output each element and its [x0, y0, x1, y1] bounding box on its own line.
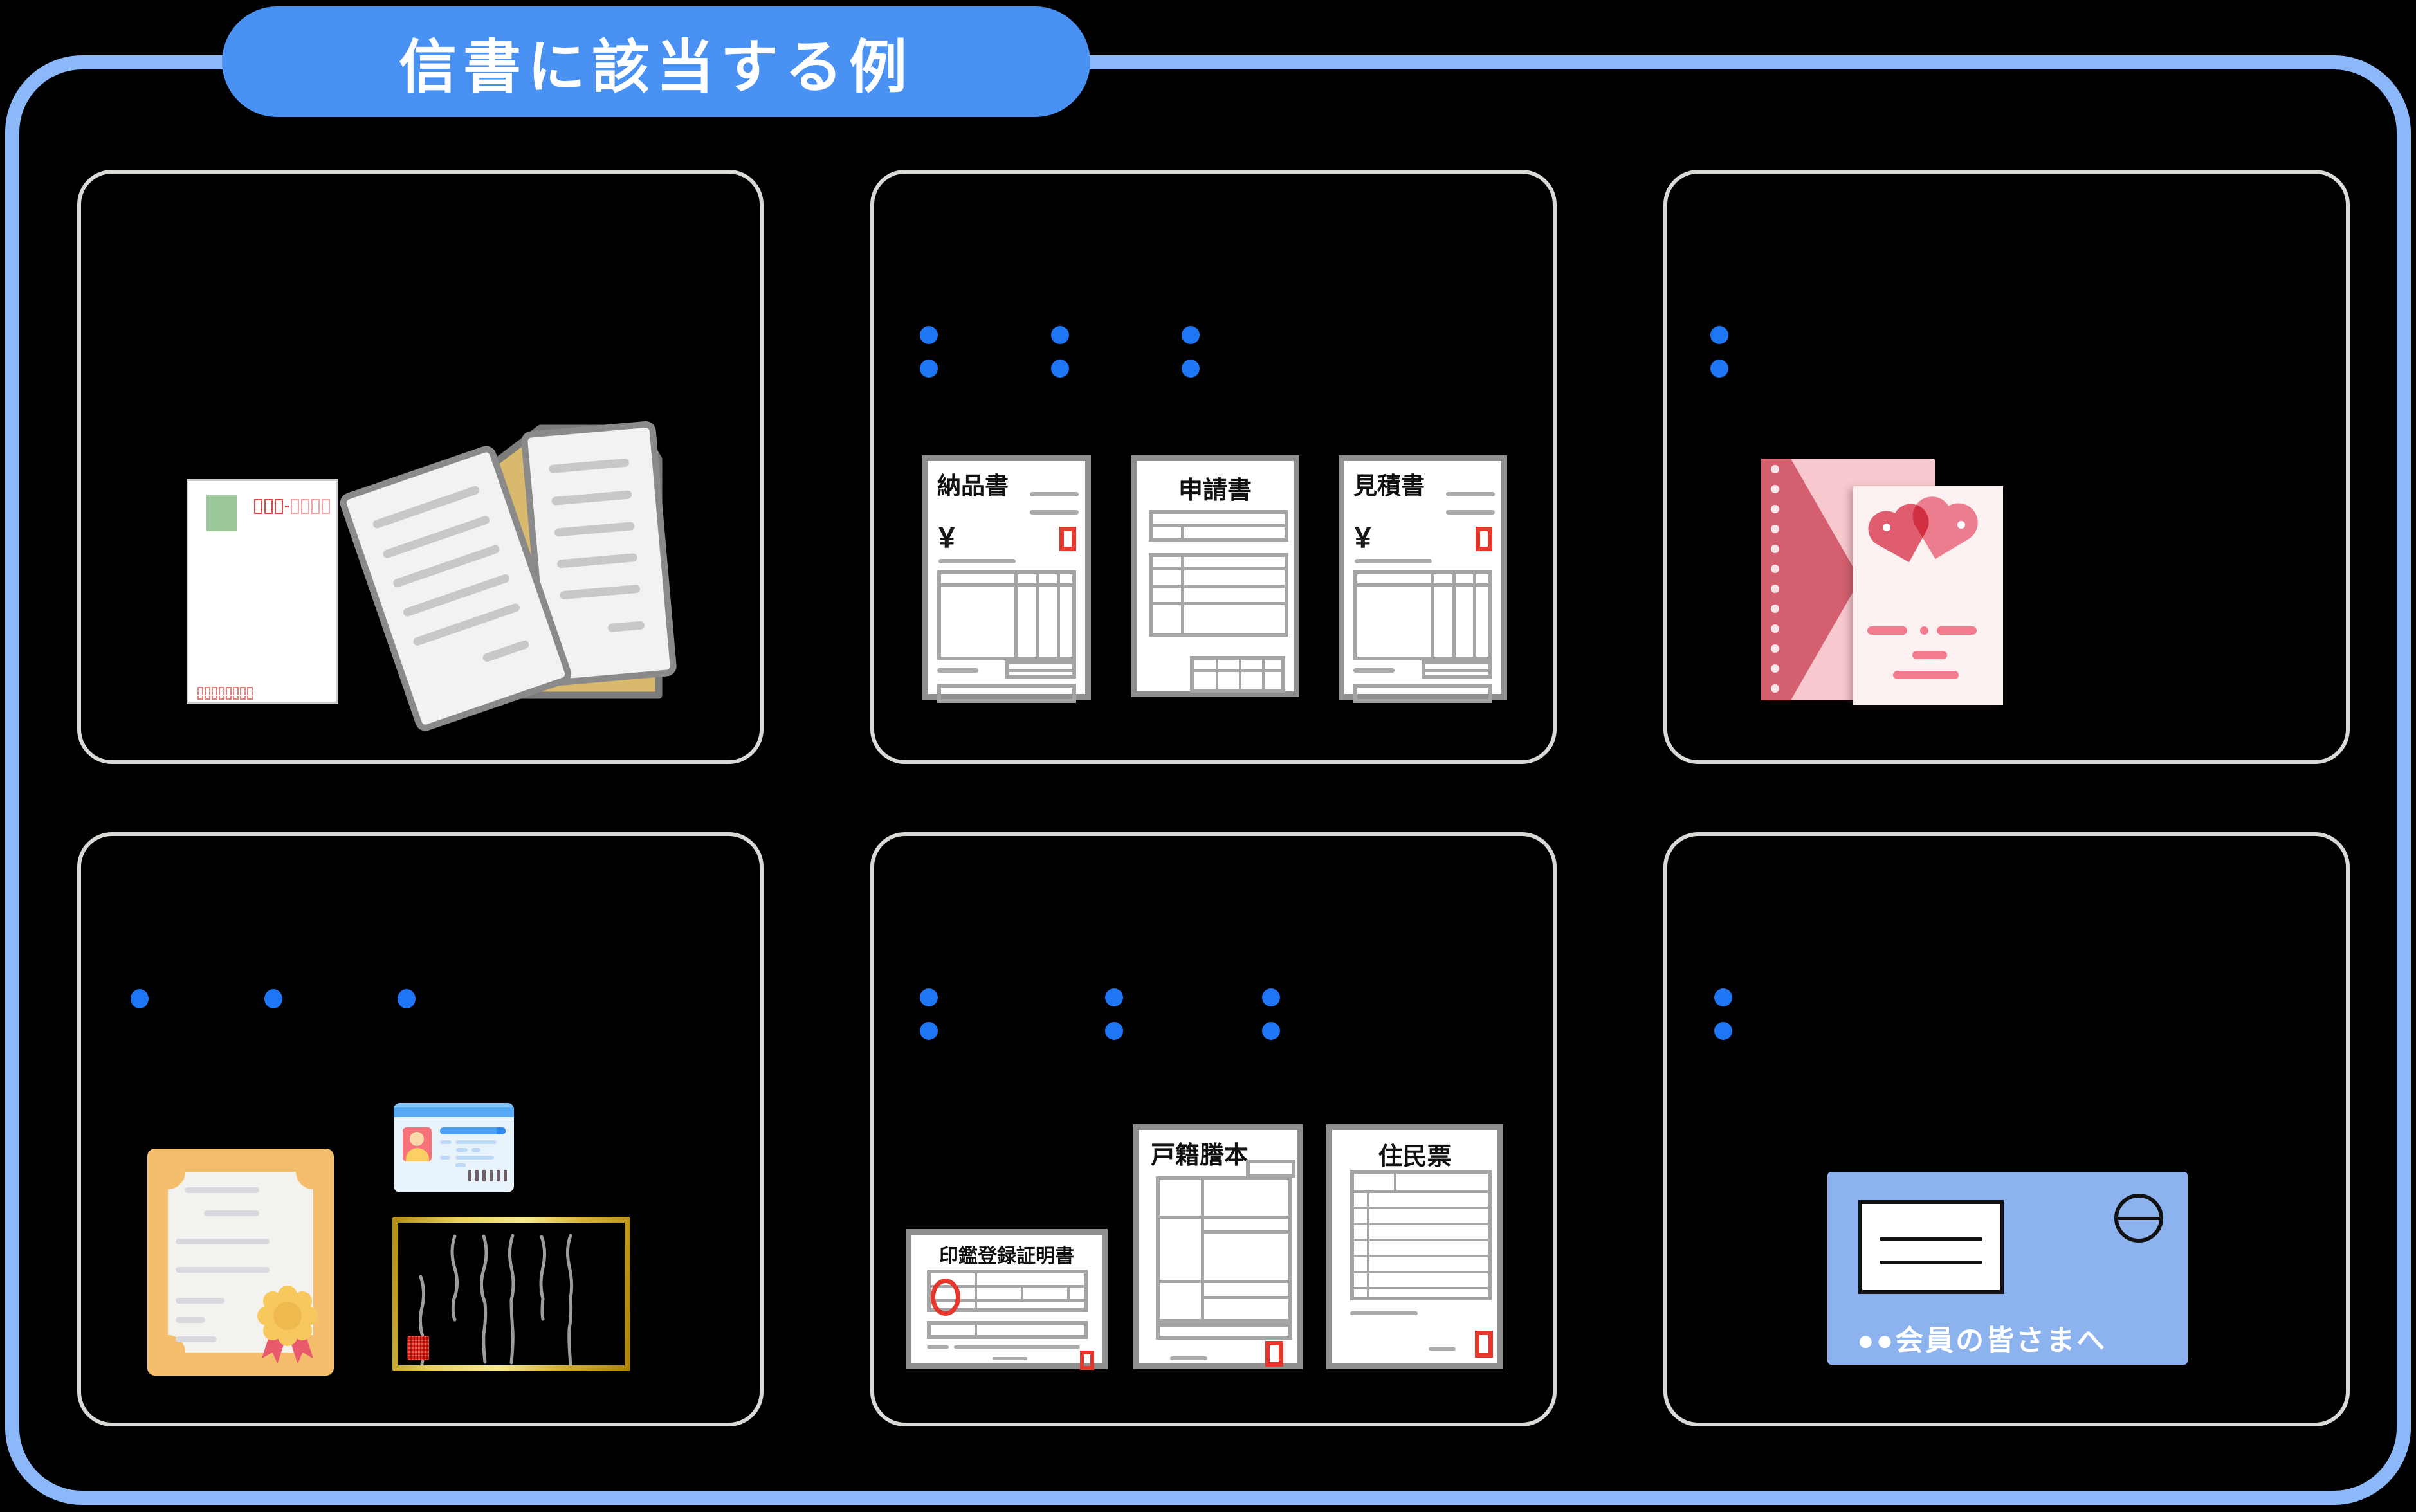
colon-dots-marker: [1105, 988, 1123, 1040]
bullet-dot-marker: [264, 989, 282, 1008]
delivery-note-document: 納品書 ¥: [922, 455, 1091, 703]
recipient-text: ●●会員の皆さまへ: [1857, 1325, 2107, 1356]
red-seal-stamp: [1475, 1331, 1493, 1358]
form-grid: [1190, 656, 1285, 693]
form-table-top: [1149, 510, 1288, 542]
calligraphy-certificate-icon: [392, 1217, 630, 1371]
gold-medal-rosette-icon: [255, 1286, 320, 1352]
sender-postal-code-boxes: [197, 687, 253, 700]
colon-dots-marker: [1051, 326, 1069, 378]
red-seal-stamp: [1059, 527, 1076, 551]
invoice-table: [937, 570, 1076, 660]
yen-symbol: ¥: [1355, 521, 1371, 554]
red-seal-stamp: [1080, 1351, 1094, 1370]
seal-registration-certificate-document: 印鑑登録証明書: [906, 1229, 1108, 1370]
red-seal-stamp: [407, 1336, 429, 1360]
totals-box: [1422, 660, 1492, 679]
estimate-table: [1353, 570, 1492, 660]
colon-dots-marker: [1262, 988, 1280, 1040]
family-register-document: 戸籍謄本: [1133, 1124, 1303, 1369]
application-form-title: 申請書: [1178, 477, 1252, 504]
panel-certificates: [77, 832, 764, 1426]
panel-official-certificates: 印鑑登録証明書 戸籍謄本: [870, 832, 1557, 1426]
page-title-badge: 信書に該当する例: [222, 6, 1090, 117]
award-certificate-icon: [147, 1149, 334, 1376]
colon-dots-marker: [920, 326, 938, 378]
page-title: 信書に該当する例: [399, 35, 913, 100]
postmark-icon: [2114, 1194, 2163, 1243]
family-register-title: 戸籍謄本: [1151, 1142, 1249, 1169]
hearts-icon: [1877, 506, 1972, 567]
barcode: [468, 1170, 507, 1181]
red-circle-seal: [931, 1279, 960, 1316]
postage-stamp-icon: [206, 495, 237, 531]
red-seal-stamp: [1476, 527, 1492, 551]
license-id-card-icon: [394, 1103, 514, 1192]
resident-record-table: [1350, 1170, 1492, 1300]
footer-box: [937, 684, 1076, 703]
red-seal-stamp: [1265, 1341, 1283, 1367]
postal-code-boxes: [254, 499, 330, 514]
colon-dots-marker: [1710, 326, 1728, 378]
colon-dots-marker: [1182, 326, 1200, 378]
resident-record-title: 住民票: [1378, 1143, 1452, 1170]
form-table-main: [1149, 553, 1288, 637]
postal-code-hyphen: [285, 506, 289, 507]
bullet-dot-marker: [131, 989, 149, 1008]
delivery-note-title: 納品書: [937, 473, 1009, 499]
colon-dots-marker: [920, 988, 938, 1040]
address-window: [1858, 1200, 2004, 1294]
panel-invoice-documents: 納品書 ¥ 申請書: [870, 170, 1557, 764]
bullet-dot-marker: [398, 989, 416, 1008]
estimate-title: 見積書: [1353, 473, 1425, 499]
panel-greeting-card: [1663, 170, 2350, 764]
application-form-document: 申請書: [1131, 455, 1299, 697]
resident-record-document: 住民票: [1326, 1124, 1503, 1369]
postcard-illustration: [187, 479, 338, 704]
family-register-table: [1156, 1176, 1292, 1323]
colon-dots-marker: [1714, 988, 1732, 1040]
footer-box: [1353, 684, 1492, 703]
panel-letters-postcards: [77, 170, 764, 764]
panel-direct-mail: ●●会員の皆さまへ: [1663, 832, 2350, 1426]
totals-box: [1005, 660, 1076, 679]
photo-area: [403, 1127, 432, 1161]
greeting-card-illustration: [1853, 486, 2003, 705]
seal-cert-table-2: [927, 1321, 1088, 1339]
seal-registration-title: 印鑑登録証明書: [939, 1246, 1074, 1267]
yen-symbol: ¥: [938, 521, 955, 554]
direct-mail-envelope-icon: ●●会員の皆さまへ: [1827, 1172, 2188, 1365]
estimate-document: 見積書 ¥: [1339, 455, 1507, 703]
seal-cert-table: [927, 1270, 1088, 1312]
card-title-bar: [440, 1127, 506, 1134]
ink-strokes: [418, 1234, 574, 1365]
